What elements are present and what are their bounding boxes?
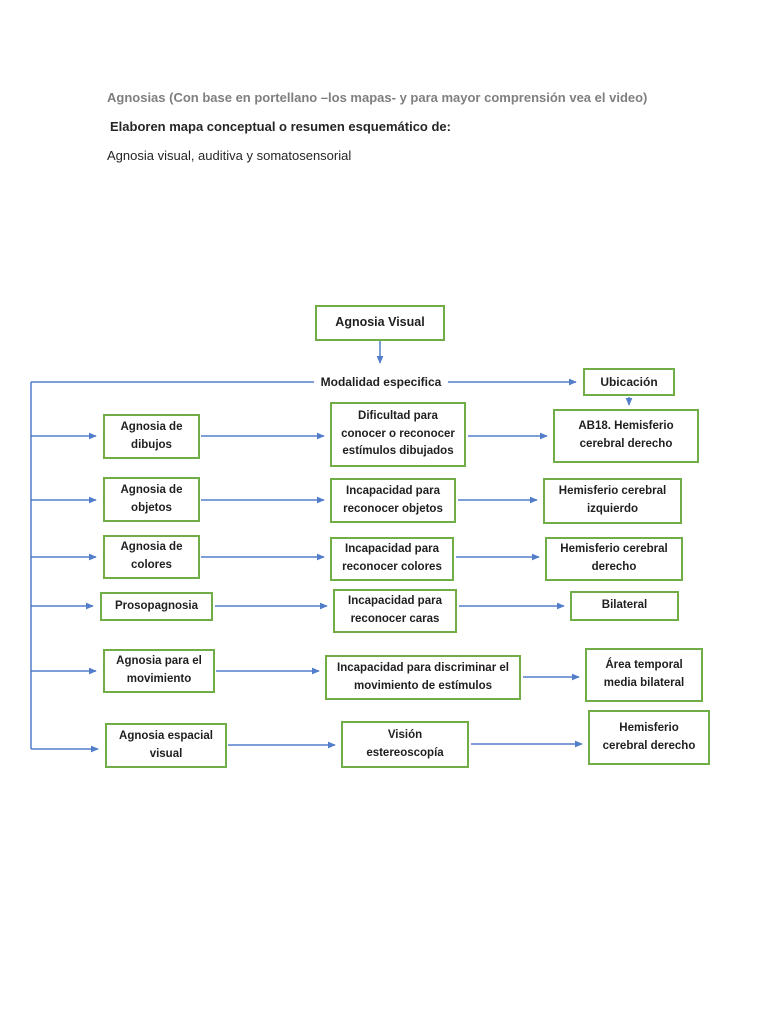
node-row5-description: Incapacidad para discriminar el movimien… — [325, 655, 521, 700]
node-row3-location: Hemisferio cerebral derecho — [545, 537, 683, 581]
node-row3-type: Agnosia de colores — [103, 535, 200, 579]
node-row6-type: Agnosia espacial visual — [105, 723, 227, 768]
node-ubicacion: Ubicación — [583, 368, 675, 396]
node-agnosia-visual: Agnosia Visual — [315, 305, 445, 341]
spine-branch-arrows — [31, 432, 99, 753]
node-row1-type: Agnosia de dibujos — [103, 414, 200, 459]
type-to-description-arrows — [201, 432, 336, 749]
node-row5-type: Agnosia para el movimiento — [103, 649, 215, 693]
node-row1-description: Dificultad para conocer o reconocer estí… — [330, 402, 466, 467]
node-row4-type: Prosopagnosia — [100, 592, 213, 621]
node-row2-type: Agnosia de objetos — [103, 477, 200, 522]
node-row4-location: Bilateral — [570, 591, 679, 621]
node-row6-description: Visión estereoscopía — [341, 721, 469, 768]
node-row3-description: Incapacidad para reconocer colores — [330, 537, 454, 581]
node-row1-location: AB18. Hemisferio cerebral derecho — [553, 409, 699, 463]
node-row4-description: Incapacidad para reconocer caras — [333, 589, 457, 633]
node-row2-location: Hemisferio cerebral izquierdo — [543, 478, 682, 524]
label-modalidad-especifica: Modalidad especifica — [320, 375, 442, 389]
node-row5-location: Área temporal media bilateral — [585, 648, 703, 702]
node-row2-description: Incapacidad para reconocer objetos — [330, 478, 456, 523]
assignment-title: Agnosias (Con base en portellano –los ma… — [107, 90, 648, 105]
assignment-instruction: Elaboren mapa conceptual o resumen esque… — [110, 119, 451, 134]
node-row6-location: Hemisferio cerebral derecho — [588, 710, 710, 765]
assignment-topics: Agnosia visual, auditiva y somatosensori… — [107, 148, 352, 163]
